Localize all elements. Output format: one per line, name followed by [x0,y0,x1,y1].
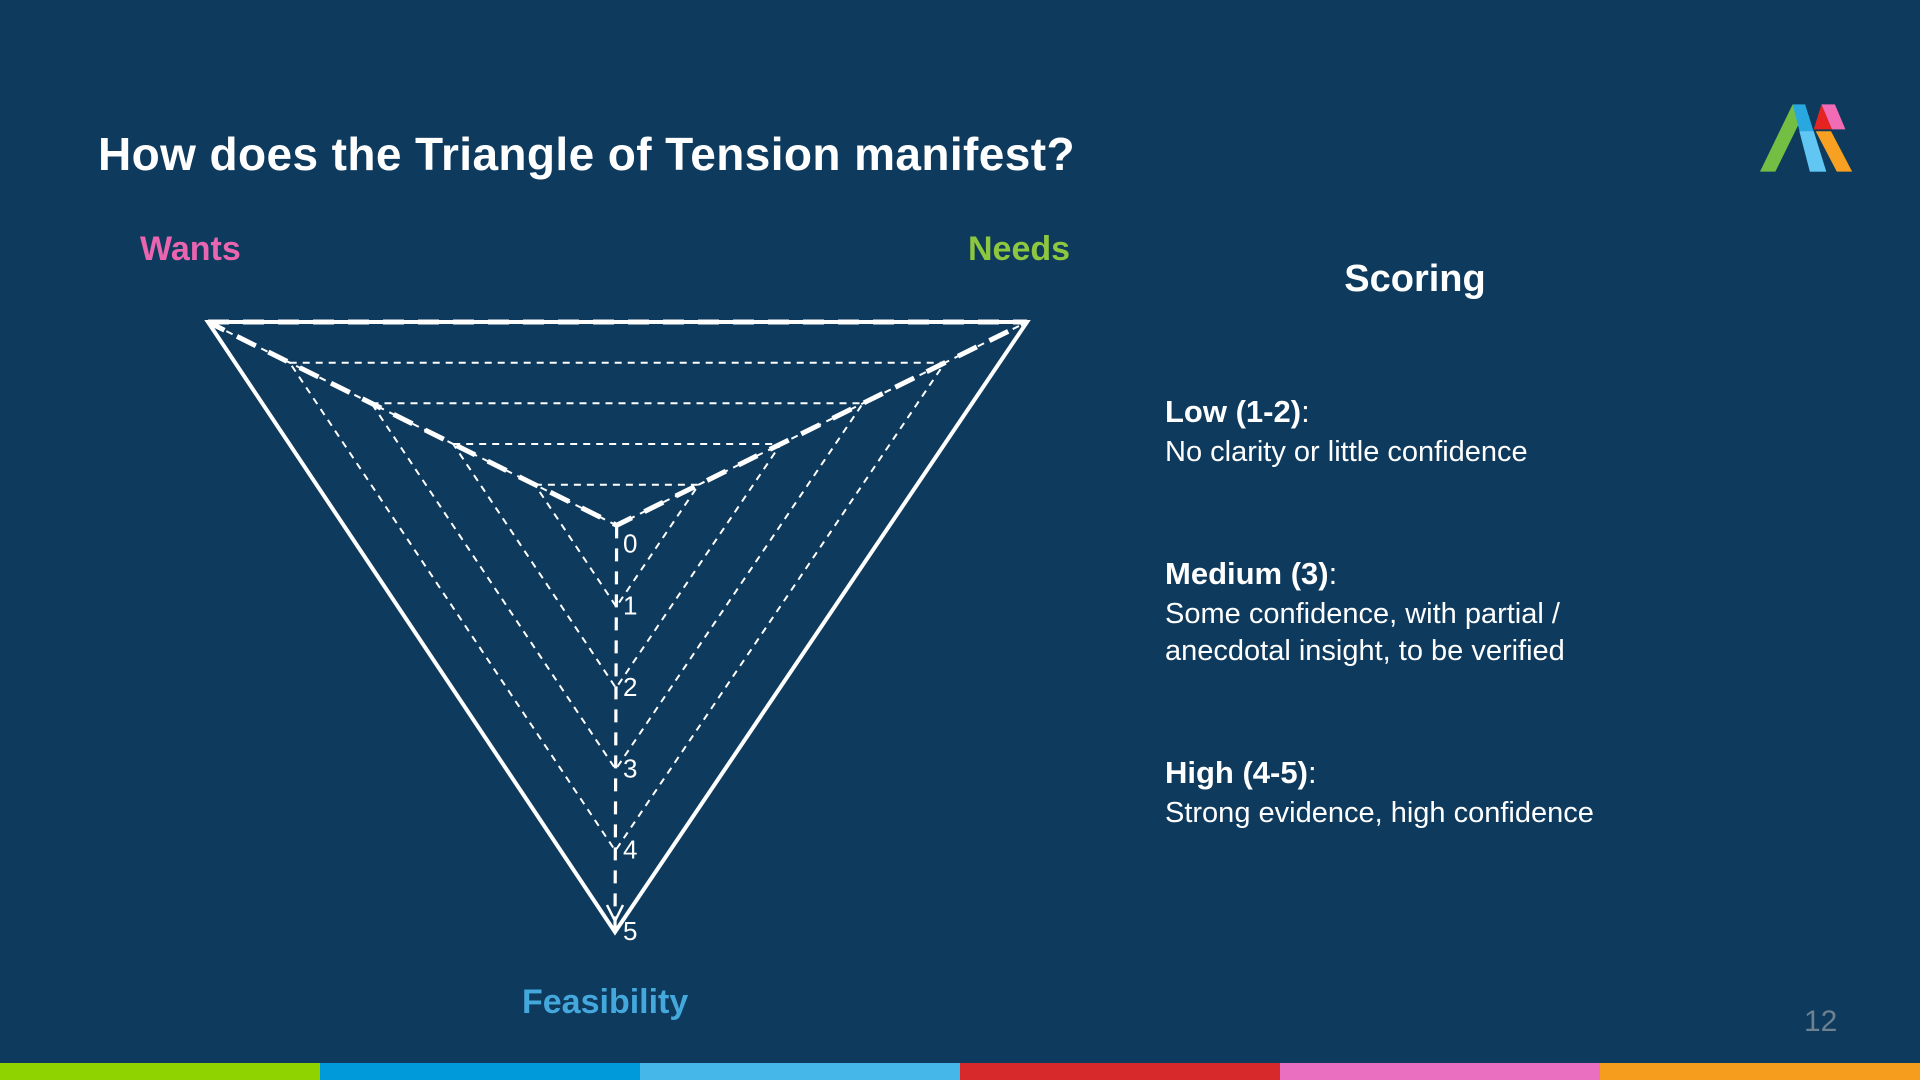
scoring-item-description: No clarity or little confidence [1165,436,1528,468]
scoring-item: High (4-5): Strong evidence, high confide… [1165,754,1665,832]
axis-label-wants: Wants [140,230,241,268]
scoring-item-label-text: Medium (3) [1165,556,1329,591]
data-polygon-tension-shape [206,319,1029,529]
footer-bar-segment-3 [640,1063,960,1080]
axis-arrowhead [605,904,625,924]
footer-color-bar [0,1063,1920,1080]
scoring-item-label-text: Low (1-2) [1165,394,1302,429]
grid-triangle-level-1 [533,483,701,609]
footer-bar-segment-5 [1280,1063,1600,1080]
outer-triangle [204,320,1031,936]
logo-shape-pink [1821,104,1846,130]
axis-line-feasibility [613,525,619,933]
grid-triangle-level-2 [451,443,783,690]
footer-bar-segment-4 [960,1063,1280,1080]
scoring-item-description: Strong evidence, high confidence [1165,797,1594,829]
tick-label-0: 0 [623,528,637,558]
grid-triangle-level-3 [369,402,865,772]
scoring-item-colon: : [1307,755,1317,790]
footer-bar-segment-1 [0,1063,320,1080]
axis-line-wants [207,321,618,527]
tick-label-5: 5 [623,916,637,946]
scoring-items: Low (1-2): No clarity or little confidenc… [1165,393,1665,832]
scoring-heading: Scoring [1344,258,1486,300]
scoring-item-colon: : [1328,556,1338,591]
scoring-item-colon: : [1301,394,1310,429]
scoring-item-label: Medium (3): [1165,555,1665,593]
scoring-item-label: High (4-5): [1165,754,1665,792]
scoring-item: Medium (3): Some confidence, with partial… [1165,555,1665,670]
logo-shape-green [1760,104,1805,172]
company-logo [1760,104,1853,172]
scoring-item-label-text: High (4-5) [1165,755,1308,790]
axis-line-needs [616,321,1028,527]
axis-label-feasibility: Feasibility [522,983,689,1021]
page-number: 12 [1804,1005,1838,1038]
scoring-item-label: Low (1-2): [1165,393,1665,431]
logo-shape-light-blue [1799,131,1827,172]
logo-shape-red [1813,104,1832,130]
grid-triangle-level-4 [287,361,947,853]
scoring-panel: Scoring Low (1-2): No clarity or little c… [1165,258,1665,916]
tick-label-1: 1 [623,591,637,621]
tick-label-3: 3 [623,753,637,783]
tick-label-2: 2 [623,672,637,702]
logo-shape-orange [1815,131,1853,172]
footer-bar-segment-2 [320,1063,640,1080]
axis-label-needs: Needs [968,230,1071,268]
footer-bar-segment-6 [1600,1063,1920,1080]
scoring-item-description: Some confidence, with partial / anecdota… [1165,598,1565,667]
page-title: How does the Triangle of Tension manifes… [98,127,1075,180]
tick-label-4: 4 [623,835,637,865]
scoring-item: Low (1-2): No clarity or little confidenc… [1165,393,1665,471]
